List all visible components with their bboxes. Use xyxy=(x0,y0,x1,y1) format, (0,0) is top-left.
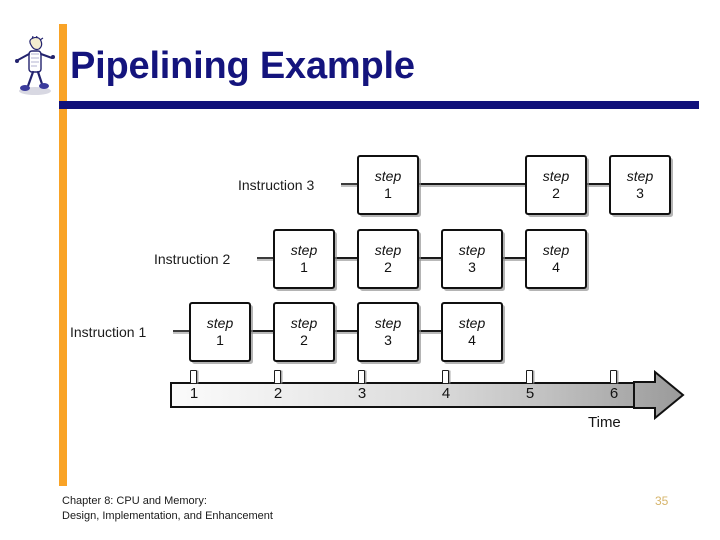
label-connector xyxy=(257,257,273,261)
step-number: 3 xyxy=(468,259,476,275)
axis-tick-label: 4 xyxy=(441,385,451,402)
step-number: 1 xyxy=(384,185,392,201)
step-connector xyxy=(503,257,525,261)
step-word: step xyxy=(458,315,486,331)
instruction-row-label: Instruction 2 xyxy=(154,251,231,267)
right-arrow-icon xyxy=(633,369,685,421)
step-connector xyxy=(587,183,609,187)
label-connector xyxy=(173,330,189,334)
axis-tick-label: 5 xyxy=(525,385,535,402)
step-number: 2 xyxy=(552,185,560,201)
stick-figure-mascot-icon xyxy=(12,35,56,98)
axis-tick-label: 3 xyxy=(357,385,367,402)
page-title: Pipelining Example xyxy=(70,45,415,87)
step-connector xyxy=(335,257,357,261)
time-axis-title: Time xyxy=(588,414,621,431)
footer-text: Chapter 8: CPU and Memory: Design, Imple… xyxy=(62,495,273,522)
instruction-row-label: Instruction 3 xyxy=(238,177,315,193)
step-connector xyxy=(419,183,525,187)
step-connector xyxy=(419,330,441,334)
axis-tick xyxy=(358,370,365,384)
axis-tick-label: 2 xyxy=(273,385,283,402)
axis-tick-label: 1 xyxy=(189,385,199,402)
step-number: 1 xyxy=(300,259,308,275)
step-word: step xyxy=(290,315,318,331)
axis-tick xyxy=(190,370,197,384)
step-number: 3 xyxy=(636,185,644,201)
step-word: step xyxy=(374,242,402,258)
time-axis-bar xyxy=(170,382,635,408)
instruction-row-label: Instruction 1 xyxy=(70,324,147,340)
page-number: 35 xyxy=(655,494,669,508)
step-connector xyxy=(251,330,273,334)
step-word: step xyxy=(206,315,234,331)
step-word: step xyxy=(626,168,654,184)
step-connector xyxy=(335,330,357,334)
axis-tick-label: 6 xyxy=(609,385,619,402)
step-word: step xyxy=(374,315,402,331)
step-word: step xyxy=(290,242,318,258)
axis-tick xyxy=(274,370,281,384)
axis-tick xyxy=(526,370,533,384)
step-word: step xyxy=(374,168,402,184)
accent-bar xyxy=(59,24,67,486)
step-number: 1 xyxy=(216,332,224,348)
step-number: 4 xyxy=(552,259,560,275)
title-divider xyxy=(59,101,699,109)
step-number: 3 xyxy=(384,332,392,348)
label-connector xyxy=(341,183,357,187)
step-word: step xyxy=(542,242,570,258)
axis-tick xyxy=(442,370,449,384)
step-word: step xyxy=(458,242,486,258)
step-number: 4 xyxy=(468,332,476,348)
step-word: step xyxy=(542,168,570,184)
axis-tick xyxy=(610,370,617,384)
step-number: 2 xyxy=(384,259,392,275)
step-connector xyxy=(419,257,441,261)
step-number: 2 xyxy=(300,332,308,348)
